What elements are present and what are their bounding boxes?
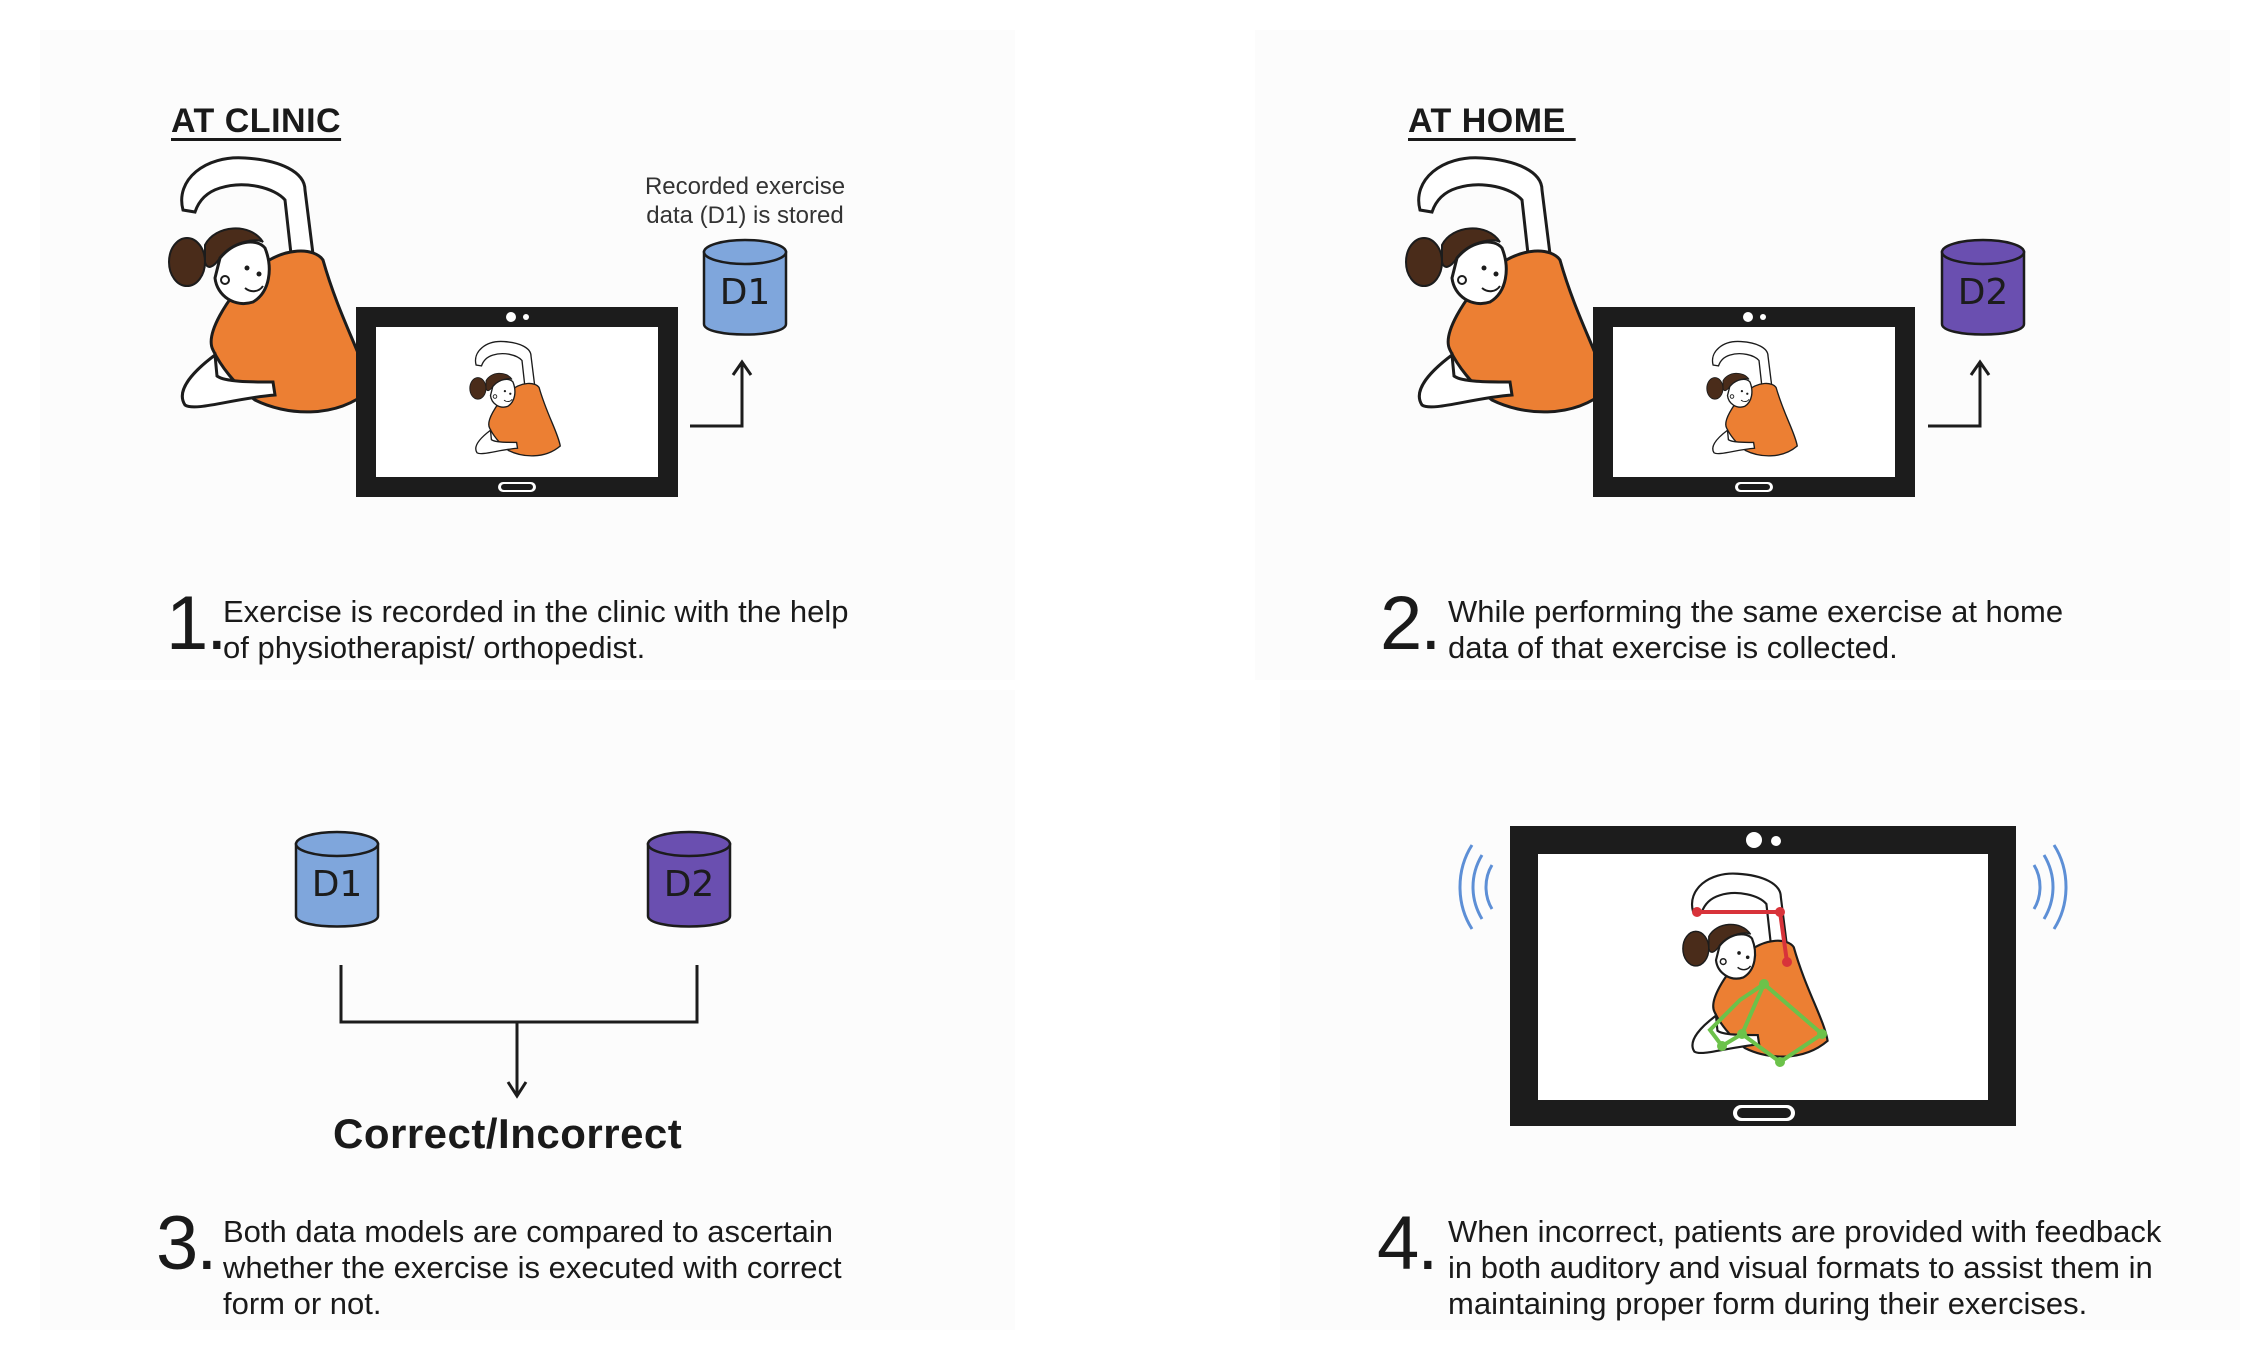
clinic-woman-figure (167, 156, 372, 414)
clinic-heading: AT CLINIC (171, 102, 342, 140)
sound-waves-left-icon (1458, 844, 1494, 930)
home-database-label: D2 (1958, 272, 2009, 313)
compare-database-d1-label: D1 (312, 864, 363, 905)
panel-compare-bg (40, 690, 1015, 1330)
home-woman-figure (1404, 156, 1609, 414)
step-1-text: Exercise is recorded in the clinic with … (223, 594, 848, 666)
step-2-number: 2. (1380, 581, 1441, 666)
compare-database-d2-icon: D2 (646, 830, 732, 928)
step-3-number: 3. (156, 1201, 217, 1286)
clinic-storage-note: Recorded exercise data (D1) is stored (620, 172, 870, 230)
feedback-pose-skeleton (1692, 907, 1827, 1067)
step-3-line3: form or not. (223, 1286, 382, 1321)
sound-waves-right-icon (2032, 844, 2068, 930)
compare-database-d1-icon: D1 (294, 830, 380, 928)
compare-database-d2-label: D2 (664, 864, 715, 905)
step-2-line2: data of that exercise is collected. (1448, 630, 1898, 665)
clinic-database-label: D1 (720, 272, 771, 313)
compare-merge-arrow-icon (339, 965, 699, 1099)
home-arrow-up-icon (1928, 359, 1991, 428)
step-1-number: 1. (166, 581, 227, 666)
home-database-icon: D2 (1940, 238, 2026, 336)
step-4-number: 4. (1377, 1201, 1438, 1286)
step-1-line1: Exercise is recorded in the clinic with … (223, 594, 849, 629)
clinic-storage-note-line2: data (D1) is stored (646, 202, 844, 229)
clinic-storage-note-line1: Recorded exercise (644, 173, 846, 200)
step-1-line2: of physiotherapist/ orthopedist. (223, 630, 646, 665)
step-4-line2: in both auditory and visual formats to a… (1448, 1250, 2153, 1285)
step-2-line1: While performing the same exercise at ho… (1448, 594, 2064, 629)
step-3-line1: Both data models are compared to ascerta… (223, 1214, 834, 1249)
step-4-line3: maintaining proper form during their exe… (1448, 1286, 2088, 1321)
step-3-text: Both data models are compared to ascerta… (223, 1214, 842, 1322)
compare-result-label: Correct/Incorrect (333, 1110, 683, 1157)
home-heading: AT HOME (1408, 102, 1576, 140)
step-4-text: When incorrect, patients are provided wi… (1448, 1214, 2161, 1322)
clinic-database-icon: D1 (702, 238, 788, 336)
clinic-arrow-up-icon (690, 359, 753, 428)
step-2-text: While performing the same exercise at ho… (1448, 594, 2063, 666)
step-3-line2: whether the exercise is executed with co… (223, 1250, 842, 1285)
step-4-line1: When incorrect, patients are provided wi… (1448, 1214, 2162, 1249)
